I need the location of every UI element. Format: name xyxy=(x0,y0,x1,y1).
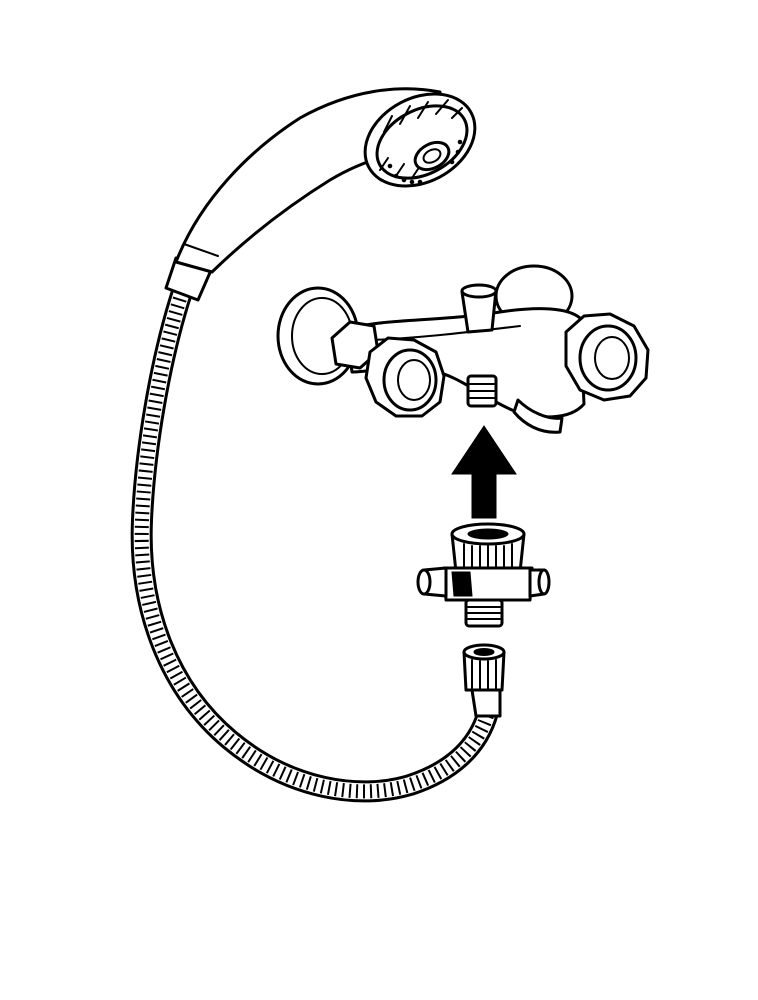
flexible-shower-hose xyxy=(130,256,502,803)
hose-connector-nut xyxy=(462,643,506,692)
hand-shower-head xyxy=(174,87,477,274)
arrow-up-icon xyxy=(451,425,517,519)
right-tap-handle xyxy=(564,312,650,402)
diverter-valve xyxy=(416,522,551,628)
left-tap-handle xyxy=(364,336,446,418)
tap-outlet-thread xyxy=(466,374,498,408)
wall-mixer-tap xyxy=(276,264,650,434)
spray-pattern-ring xyxy=(379,99,463,179)
